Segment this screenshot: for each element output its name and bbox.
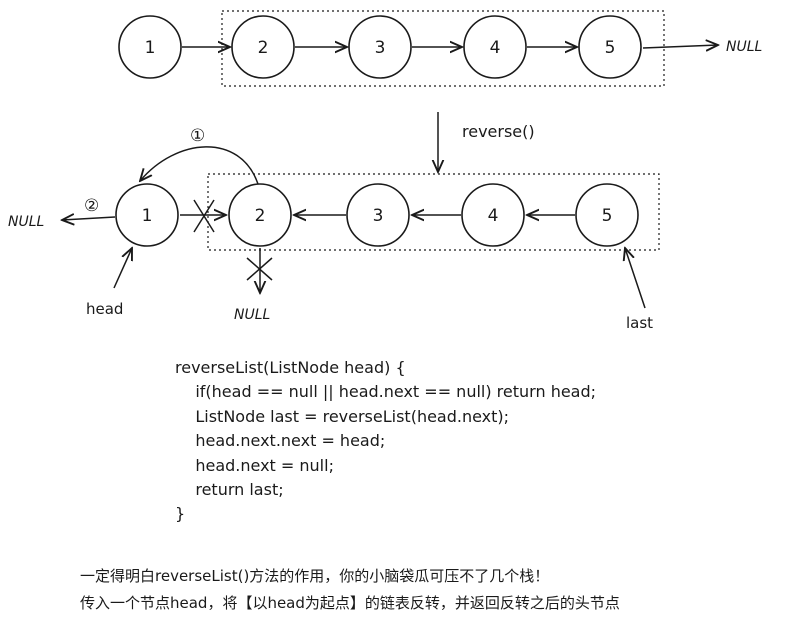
code-block: reverseList(ListNode head) { if(head == … [175,356,775,527]
cross-mark-1-2 [193,199,215,233]
bottom-node-5: 5 [575,183,639,247]
bottom-node-3: 3 [346,183,410,247]
step-1-arrow [140,146,259,185]
step-2-label: ② [84,196,99,216]
top-arrow-5-null [642,45,718,48]
bottom-node-4: 4 [461,183,525,247]
code-line-3: ListNode last = reverseList(head.next); [175,406,510,426]
code-line-4: head.next.next = head; [175,431,386,451]
notes-block: 一定得明白reverseList()方法的作用，你的小脑袋瓜可压不了几个栈！ 传… [80,563,800,617]
top-node-3: 3 [348,15,412,79]
top-node-2: 2 [231,15,295,79]
top-node-2-value: 2 [258,38,269,58]
code-line-2: if(head == null || head.next == null) re… [175,382,597,402]
note-line-2: 传入一个节点head，将【以head为起点】的链表反转，并返回反转之后的头节点 [80,594,620,612]
head-label: head [86,300,123,318]
bottom-node-2-value: 2 [255,206,266,226]
code-line-5: head.next = null; [175,455,334,475]
bottom-sublist-box [207,173,660,251]
bottom-node-2: 2 [228,183,292,247]
reverse-label: reverse() [462,122,535,141]
top-node-1-value: 1 [145,38,156,58]
top-node-1: 1 [118,15,182,79]
reverse-operation: reverse() [438,112,535,172]
top-node-5-value: 5 [605,38,616,58]
cross-mark-2-null [246,257,273,281]
top-linked-list: 1 2 3 4 5 NULL [118,10,762,87]
code-line-6: return last; [175,479,284,499]
bottom-node-3-value: 3 [373,206,384,226]
note-line-1: 一定得明白reverseList()方法的作用，你的小脑袋瓜可压不了几个栈！ [80,567,550,585]
step-2-arrow [62,217,116,220]
bottom-node-1-value: 1 [142,206,153,226]
last-pointer-arrow [625,248,646,309]
bottom-null-left-label: NULL [8,214,44,230]
top-node-3-value: 3 [375,38,386,58]
head-pointer-arrow [113,248,132,289]
bottom-linked-list: 1 2 3 4 5 NULL ① [8,126,660,332]
bottom-node-4-value: 4 [488,206,499,226]
bottom-null-below-label: NULL [234,307,270,323]
code-line-1: reverseList(ListNode head) { [175,358,406,377]
bottom-node-1: 1 [115,183,179,247]
top-node-5: 5 [578,15,642,79]
step-1-label: ① [190,126,205,146]
last-label: last [626,314,653,332]
top-null-label: NULL [726,39,762,55]
top-node-4: 4 [463,15,527,79]
code-line-7: } [175,504,186,524]
top-node-4-value: 4 [490,38,501,58]
bottom-node-5-value: 5 [602,206,613,226]
